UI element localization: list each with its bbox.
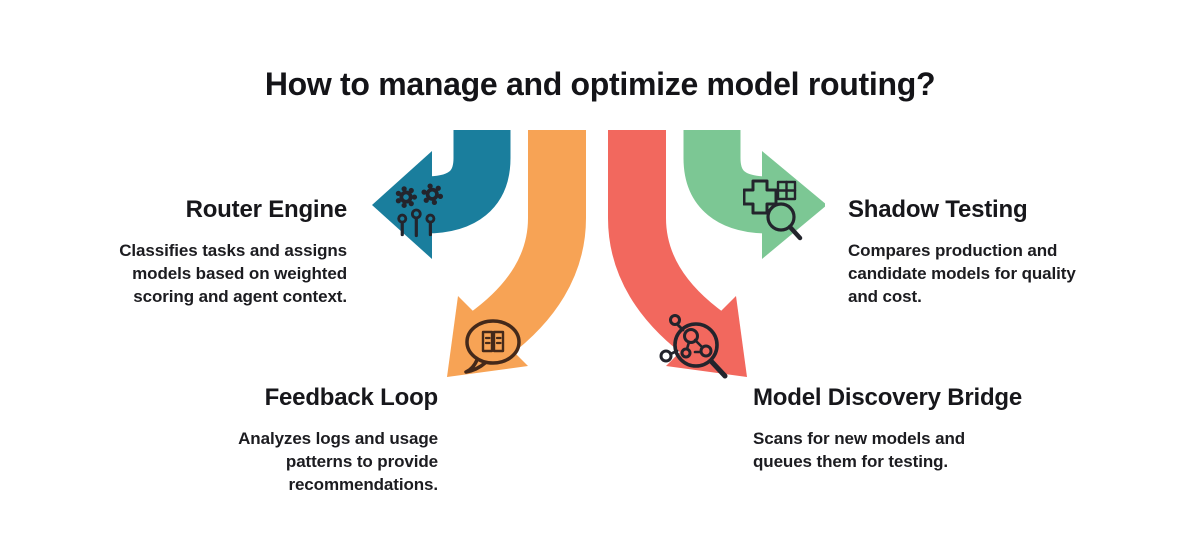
shadow-grid-magnifier-icon [743,179,803,241]
arrows-graphic [372,130,825,377]
node-description: Scans for new models and queues them for… [753,429,966,471]
node-title: Router Engine [185,196,348,223]
node-title: Feedback Loop [264,384,439,411]
node-description: Compares production and candidate models… [848,241,1076,306]
node-title: Model Discovery Bridge [753,384,1023,411]
page-title: How to manage and optimize model routing… [264,66,936,102]
shadow-testing-arrow [683,130,825,259]
node-description: Classifies tasks and assigns models base… [119,241,347,306]
automation-gears-icon [395,183,444,238]
discovery-magnifier-icon [659,314,728,379]
feedback-chat-icon [464,319,521,374]
node-feedback-loop: Feedback Loop Analyzes logs and usage pa… [108,384,438,496]
node-title: Shadow Testing [848,196,1028,223]
node-description: Analyzes logs and usage patterns to prov… [238,429,438,494]
node-model-discovery-bridge: Model Discovery Bridge Scans for new mod… [753,384,1103,473]
node-shadow-testing: Shadow Testing Compares production and c… [848,196,1178,308]
node-router-engine: Router Engine Classifies tasks and assig… [17,196,347,308]
